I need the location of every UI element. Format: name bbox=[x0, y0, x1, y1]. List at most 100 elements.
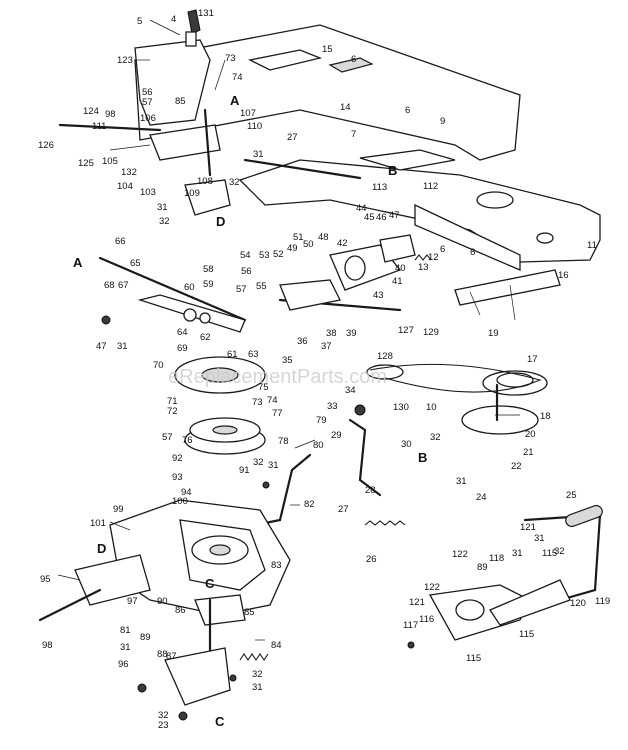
callout: 51 bbox=[293, 232, 304, 243]
ref-letter-c-mid: C bbox=[205, 576, 215, 591]
brake-handle bbox=[428, 504, 603, 641]
callout: 10 bbox=[426, 402, 437, 413]
callout: 125 bbox=[78, 158, 94, 169]
callout: 46 bbox=[376, 212, 387, 223]
callout: 92 bbox=[172, 453, 183, 464]
callout: 110 bbox=[247, 121, 262, 132]
callout: 106 bbox=[140, 113, 156, 124]
callout: 48 bbox=[318, 232, 329, 243]
callout: 99 bbox=[113, 504, 124, 515]
callout: 28 bbox=[365, 485, 376, 496]
callout: 83 bbox=[271, 560, 282, 571]
callout: 11 bbox=[587, 240, 597, 251]
leader-lines bbox=[57, 19, 520, 641]
callout: 75 bbox=[258, 382, 269, 393]
callout: 90 bbox=[157, 596, 168, 607]
callout: 115 bbox=[466, 653, 481, 664]
callout: 124 bbox=[83, 106, 99, 117]
callout: 118 bbox=[489, 553, 504, 564]
fan-pulley bbox=[174, 356, 266, 455]
callout: 27 bbox=[338, 504, 349, 515]
callout: 58 bbox=[203, 264, 214, 275]
callout: 24 bbox=[476, 492, 487, 503]
callout: 27 bbox=[287, 132, 298, 143]
callout: 41 bbox=[392, 276, 403, 287]
callout: 37 bbox=[321, 341, 332, 352]
callout: 50 bbox=[303, 239, 314, 250]
callout: 81 bbox=[120, 625, 131, 636]
callout: 32 bbox=[229, 177, 240, 188]
callout: 87 bbox=[166, 651, 177, 662]
callout: 18 bbox=[540, 411, 551, 422]
callout: 62 bbox=[200, 332, 211, 343]
reference-letters: A A B B C C D D bbox=[73, 93, 427, 729]
callout: 127 bbox=[398, 325, 414, 336]
callout: 73 bbox=[252, 397, 263, 408]
callout: 43 bbox=[373, 290, 384, 301]
callout: 98 bbox=[105, 109, 116, 120]
callout: 49 bbox=[287, 243, 298, 254]
callout: 30 bbox=[401, 439, 412, 450]
callout: 31 bbox=[252, 682, 263, 693]
callout: 19 bbox=[488, 328, 499, 339]
callout: 74 bbox=[267, 395, 278, 406]
callout: 85 bbox=[175, 96, 186, 107]
callout: 44 bbox=[356, 203, 367, 214]
callout: 122 bbox=[452, 549, 468, 560]
callout: 35 bbox=[282, 355, 293, 366]
ref-letter-c-bottom: C bbox=[215, 714, 225, 729]
callout: 59 bbox=[203, 279, 214, 290]
callout: 22 bbox=[511, 461, 522, 472]
callout: 14 bbox=[340, 102, 351, 113]
callout: 47 bbox=[96, 341, 107, 352]
callout: 23 bbox=[158, 720, 169, 731]
callout: 107 bbox=[240, 108, 256, 119]
callout: 79 bbox=[316, 415, 327, 426]
ref-letter-a-top: A bbox=[230, 93, 240, 108]
callout: 71 bbox=[167, 396, 178, 407]
watermark-text: eReplacementParts.com bbox=[168, 366, 387, 388]
callout: 128 bbox=[377, 351, 393, 362]
callout: 31 bbox=[120, 642, 131, 653]
callout: 103 bbox=[140, 187, 156, 198]
callout: 31 bbox=[117, 341, 128, 352]
callout: 129 bbox=[423, 327, 439, 338]
callout: 36 bbox=[297, 336, 308, 347]
callout: 57 bbox=[162, 432, 173, 443]
callout: 96 bbox=[118, 659, 129, 670]
callout: 76 bbox=[182, 435, 193, 446]
callout: 6 bbox=[440, 244, 445, 255]
callout: 85 bbox=[244, 607, 255, 618]
callout: 16 bbox=[558, 270, 569, 281]
callout: 65 bbox=[130, 258, 141, 269]
callout: 121 bbox=[409, 597, 425, 608]
callout: 33 bbox=[327, 401, 338, 412]
callout: 101 bbox=[90, 518, 106, 529]
callout: 32 bbox=[554, 546, 565, 557]
callout: 32 bbox=[253, 457, 264, 468]
callout: 39 bbox=[346, 328, 357, 339]
callout: 111 bbox=[92, 121, 106, 132]
callout: 97 bbox=[127, 596, 138, 607]
callout: 64 bbox=[177, 327, 188, 338]
callout: 93 bbox=[172, 472, 183, 483]
callout: 55 bbox=[256, 281, 267, 292]
callout: 15 bbox=[322, 44, 333, 55]
callout: 61 bbox=[227, 349, 238, 360]
shift-lever-assembly bbox=[58, 9, 231, 216]
callout: 130 bbox=[393, 402, 409, 413]
callout: 66 bbox=[115, 236, 126, 247]
callout: 17 bbox=[527, 354, 538, 365]
callout: 56 bbox=[241, 266, 252, 277]
callout: 100 bbox=[172, 496, 188, 507]
springs bbox=[239, 254, 432, 661]
callout: 89 bbox=[477, 562, 488, 573]
callout: 31 bbox=[253, 149, 264, 160]
callout: 6 bbox=[470, 247, 475, 258]
callout: 57 bbox=[142, 97, 153, 108]
brake-linkage bbox=[137, 234, 416, 333]
callout: 115 bbox=[542, 548, 557, 559]
callout: 47 bbox=[389, 210, 400, 221]
callout: 6 bbox=[405, 105, 410, 116]
